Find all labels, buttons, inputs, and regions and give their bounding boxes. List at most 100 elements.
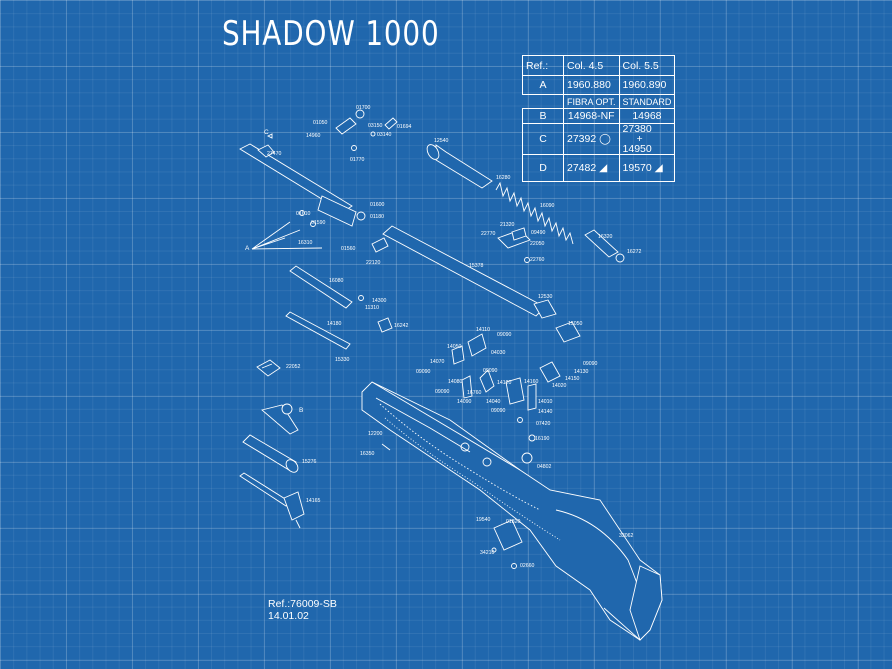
spec-row-d-label: D bbox=[522, 154, 564, 182]
part-label-01820: 01820 bbox=[506, 519, 521, 525]
part-label-03150: 03150 bbox=[368, 123, 383, 129]
part-label-34210: 34210 bbox=[480, 550, 495, 556]
part-label-01770: 01770 bbox=[350, 157, 365, 163]
spec-row-c-col-b-text2: 14950 bbox=[622, 143, 652, 155]
part-label-14300: 14300 bbox=[372, 298, 387, 304]
part-label-22770: 22770 bbox=[481, 231, 496, 237]
part-label-01050: 01050 bbox=[313, 120, 328, 126]
part-label-15276: 15276 bbox=[302, 459, 317, 465]
part-label-12200: 12200 bbox=[368, 431, 383, 437]
part-label-12540: 12540 bbox=[434, 138, 449, 144]
part-label-15378: 15378 bbox=[469, 263, 484, 269]
part-label-07420: 07420 bbox=[536, 421, 551, 427]
part-label-21320: 21320 bbox=[500, 222, 515, 228]
part-label-16280: 16280 bbox=[496, 175, 511, 181]
sight-part-d-icon: ◢ bbox=[599, 162, 608, 174]
part-label-19540: 19540 bbox=[476, 517, 491, 523]
rifle-stock bbox=[361, 381, 663, 641]
reference-block: Ref.:76009-SB 14.01.02 bbox=[268, 598, 337, 622]
spec-row-c-col-a-text: 27392 bbox=[567, 133, 597, 145]
spec-row-d-col-b: 19570 ◢ bbox=[618, 154, 676, 182]
safety-lever bbox=[261, 403, 299, 435]
part-label-01694: 01694 bbox=[397, 124, 412, 130]
spec-row-c-plus: + bbox=[636, 133, 643, 145]
part-label-14150: 14150 bbox=[565, 376, 580, 382]
part-label-04030: 04030 bbox=[491, 350, 506, 356]
part-label-14140: 14140 bbox=[538, 409, 553, 415]
part-label-14160: 14160 bbox=[524, 379, 539, 385]
part-label-a: A bbox=[245, 245, 250, 252]
part-label-16760: 16760 bbox=[467, 390, 482, 396]
spec-row-b-col-a: 14968-NF bbox=[563, 108, 620, 124]
part-label-27470: 27470 bbox=[267, 151, 282, 157]
rear-sight bbox=[497, 227, 531, 263]
part-label-01180: 01180 bbox=[370, 214, 384, 220]
trigger-guard bbox=[491, 519, 523, 569]
part-label-16090: 16090 bbox=[540, 203, 555, 209]
trigger-mechanism-parts bbox=[451, 333, 561, 464]
cocking-lever bbox=[289, 265, 364, 309]
part-label-03140: 03140 bbox=[377, 132, 392, 138]
part-label-15330: 15330 bbox=[335, 357, 350, 363]
compression-tube bbox=[371, 144, 557, 319]
part-label-14010: 14010 bbox=[538, 399, 553, 405]
trigger-guard-strip bbox=[285, 311, 393, 350]
part-label-c: C bbox=[264, 129, 269, 136]
part-label-09090-c: 09090 bbox=[583, 361, 598, 367]
spec-row-d-col-a-text: 27482 bbox=[567, 162, 597, 174]
part-label-14110: 14110 bbox=[476, 327, 490, 333]
part-label-01560: 01560 bbox=[341, 246, 356, 252]
spring-guide bbox=[584, 229, 625, 263]
part-label-16310: 16310 bbox=[298, 240, 313, 246]
spec-row-c-col-b: 27380 + 14950 bbox=[618, 123, 676, 155]
part-label-16320: 16320 bbox=[598, 234, 613, 240]
part-label-09090-e: 09090 bbox=[491, 408, 506, 414]
trigger-blade-assembly bbox=[239, 472, 305, 529]
leader-lines-a bbox=[251, 221, 323, 250]
part-label-22120: 22120 bbox=[366, 260, 381, 266]
part-label-16080: 16080 bbox=[329, 278, 344, 284]
part-label-22760: 22760 bbox=[530, 257, 545, 263]
part-label-04802: 04802 bbox=[537, 464, 552, 470]
sight-part-d2-icon: ◢ bbox=[654, 162, 663, 174]
part-label-16350: 16350 bbox=[360, 451, 375, 457]
part-label-09090-a: 09090 bbox=[497, 332, 512, 338]
part-label-14165: 14165 bbox=[306, 498, 321, 504]
part-label-14020: 14020 bbox=[552, 383, 567, 389]
muzzle-brake bbox=[242, 434, 299, 473]
part-label-15050: 15050 bbox=[568, 321, 583, 327]
spec-row-c-col-a: 27392 ◯ bbox=[563, 123, 620, 155]
part-label-02660: 02660 bbox=[520, 563, 535, 569]
part-label-09490: 09490 bbox=[531, 230, 546, 236]
mainspring bbox=[495, 181, 574, 245]
part-label-22050: 22050 bbox=[530, 241, 545, 247]
part-label-01590: 01590 bbox=[311, 220, 326, 226]
part-label-22052: 22052 bbox=[286, 364, 301, 370]
spec-row-d-col-a: 27482 ◢ bbox=[563, 154, 620, 182]
part-label-33062: 33062 bbox=[619, 533, 634, 539]
part-label-01610: 01610 bbox=[296, 211, 311, 217]
reference-date: 14.01.02 bbox=[268, 610, 309, 622]
part-label-b: B bbox=[299, 407, 303, 414]
part-label-14080: 14080 bbox=[448, 379, 463, 385]
diagram-title: SHADOW 1000 bbox=[222, 14, 440, 54]
reference-number: Ref.:76009-SB bbox=[268, 598, 337, 610]
part-label-16242: 16242 bbox=[394, 323, 409, 329]
part-label-11310: 11310 bbox=[365, 305, 379, 311]
safety-parts-cluster bbox=[266, 109, 398, 151]
spec-row-d-col-b-text: 19570 bbox=[622, 162, 652, 174]
part-label-01700: 01700 bbox=[356, 105, 371, 111]
spec-row-a-col-b: 1960.890 bbox=[618, 75, 676, 95]
part-label-16272: 16272 bbox=[627, 249, 642, 255]
part-label-14090: 14090 bbox=[457, 399, 472, 405]
part-label-16190: 16190 bbox=[535, 436, 550, 442]
spec-row-c-col-b-text1: 27380 bbox=[622, 123, 652, 135]
part-label-14180: 14180 bbox=[327, 321, 342, 327]
part-label-09090-f: 09090 bbox=[483, 368, 498, 374]
part-label-14050: 14050 bbox=[447, 344, 462, 350]
part-label-12530: 12530 bbox=[538, 294, 553, 300]
part-labels: 01700 01050 03150 01694 14960 03140 0177… bbox=[245, 105, 642, 569]
barrel-assembly bbox=[239, 143, 366, 227]
